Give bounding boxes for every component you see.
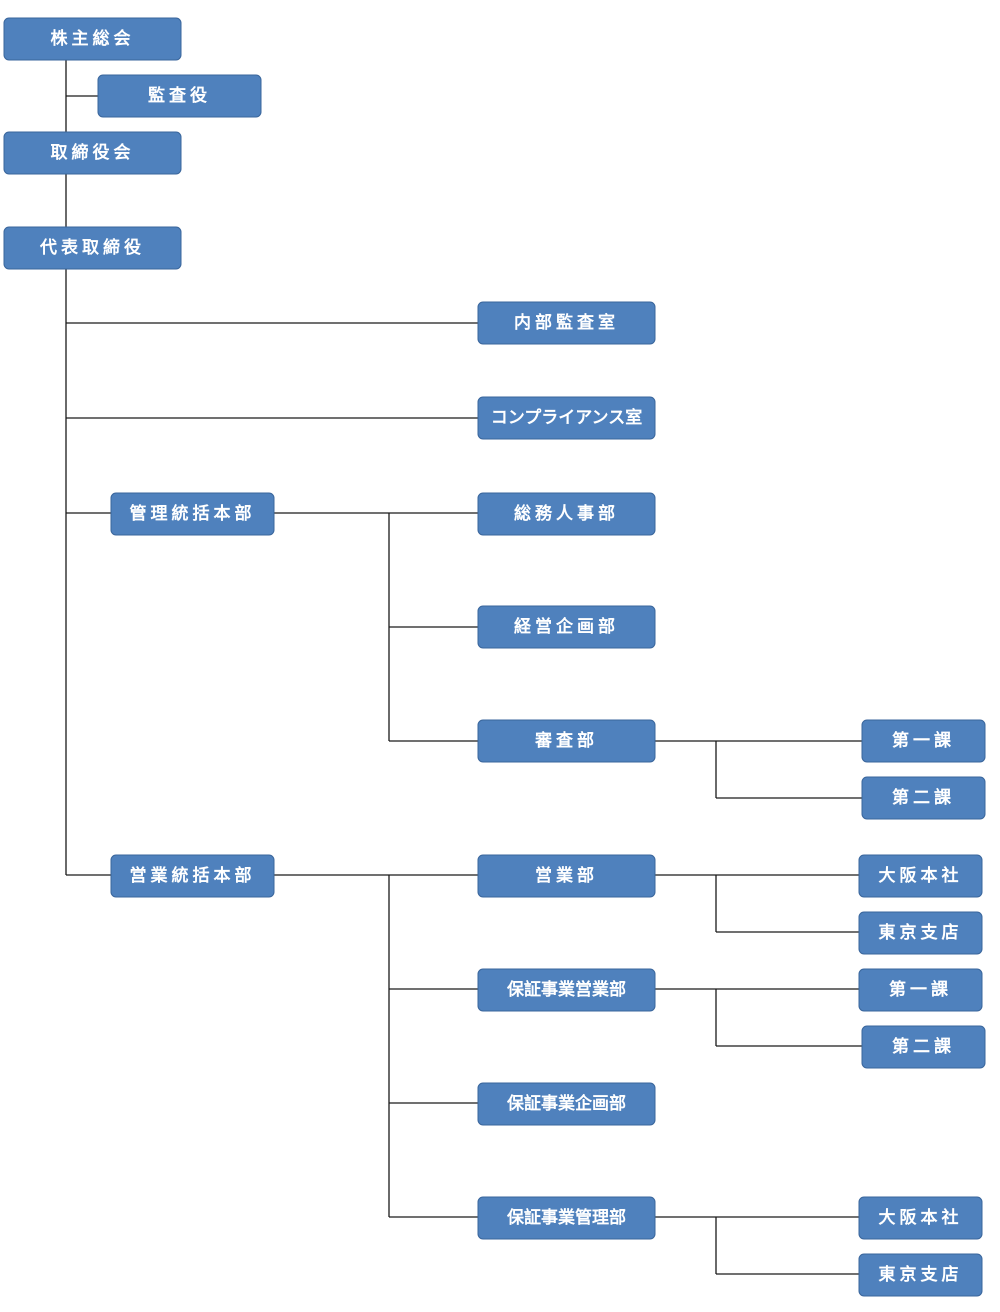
node-label: 第二課 — [892, 787, 955, 808]
node-guarantee-sales-department: 保証事業営業部 — [477, 968, 656, 1012]
node-label: 第二課 — [892, 1036, 955, 1057]
node-review-section-2: 第二課 — [861, 776, 986, 820]
node-label: 大阪本社 — [879, 865, 963, 886]
node-guarantee-sales-section-1: 第一課 — [858, 968, 983, 1012]
node-label: 営業部 — [535, 865, 598, 886]
node-guarantee-management-department: 保証事業管理部 — [477, 1196, 656, 1240]
node-management-tokyo-branch: 東京支店 — [858, 1253, 983, 1297]
node-compliance-office: コンプライアンス室 — [477, 396, 656, 440]
node-guarantee-sales-section-2: 第二課 — [861, 1025, 986, 1069]
node-review-section-1: 第一課 — [861, 719, 986, 763]
node-admin-headquarters: 管理統括本部 — [110, 492, 275, 536]
node-board-of-directors: 取締役会 — [3, 131, 182, 175]
node-label: 保証事業企画部 — [506, 1093, 626, 1114]
node-sales-department: 営業部 — [477, 854, 656, 898]
node-label: 大阪本社 — [879, 1207, 963, 1228]
node-sales-tokyo-branch: 東京支店 — [858, 911, 983, 955]
node-sales-headquarters: 営業統括本部 — [110, 854, 275, 898]
node-label: 監査役 — [148, 85, 211, 106]
connector-lines — [65, 60, 862, 1275]
node-label: 総務人事部 — [514, 503, 619, 524]
node-label: 取締役会 — [51, 142, 135, 163]
node-label: 代表取締役 — [39, 237, 145, 258]
node-guarantee-planning-department: 保証事業企画部 — [477, 1082, 656, 1126]
node-internal-audit-office: 内部監査室 — [477, 301, 656, 345]
node-review-department: 審査部 — [477, 719, 656, 763]
node-label: 経営企画部 — [514, 616, 619, 637]
node-label: 保証事業営業部 — [506, 979, 626, 1000]
node-label: 東京支店 — [879, 1264, 963, 1285]
node-label: 第一課 — [889, 979, 952, 1000]
node-management-osaka-head-office: 大阪本社 — [858, 1196, 983, 1240]
node-label: 審査部 — [534, 730, 598, 751]
node-label: 内部監査室 — [514, 312, 619, 333]
node-label: 第一課 — [892, 730, 955, 751]
node-label: 営業統括本部 — [130, 865, 256, 886]
node-label: 株主総会 — [51, 28, 135, 49]
node-corporate-planning: 経営企画部 — [477, 605, 656, 649]
node-general-affairs-hr: 総務人事部 — [477, 492, 656, 536]
node-sales-osaka-head-office: 大阪本社 — [858, 854, 983, 898]
node-label: コンプライアンス室 — [491, 407, 642, 428]
node-representative-director: 代表取締役 — [3, 226, 182, 270]
node-label: 保証事業管理部 — [506, 1207, 626, 1228]
node-label: 管理統括本部 — [130, 503, 256, 524]
node-auditor: 監査役 — [97, 74, 262, 118]
node-label: 東京支店 — [879, 922, 963, 943]
node-shareholders-meeting: 株主総会 — [3, 17, 182, 61]
